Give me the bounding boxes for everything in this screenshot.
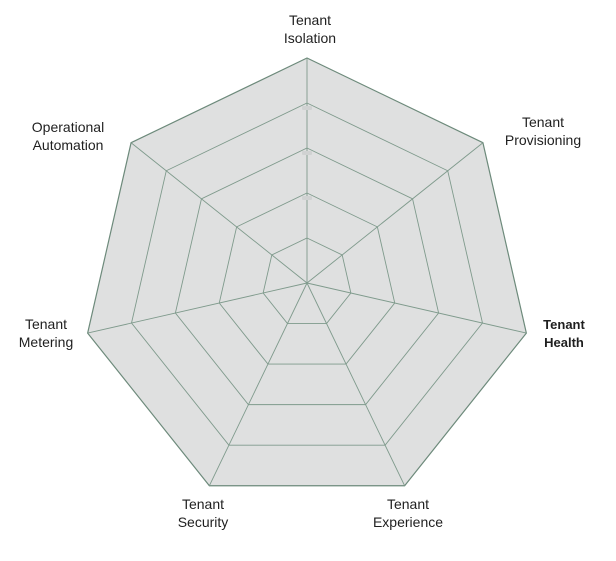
axis-label-line: Tenant <box>289 12 331 28</box>
axis-label-line: Provisioning <box>505 132 581 148</box>
radar-ring-1 <box>262 237 352 324</box>
axis-label-line: Tenant <box>387 496 429 512</box>
radar-ring-2 <box>218 192 396 365</box>
axis-label-line: Tenant <box>543 317 585 332</box>
axis-label-line: Tenant <box>25 316 67 332</box>
axis-label-line: Metering <box>19 334 73 350</box>
axis-label-line: Security <box>178 514 229 530</box>
radar-ring-5 <box>86 57 528 487</box>
axis-label-line: Automation <box>33 137 104 153</box>
axis-label-line: Health <box>544 335 584 350</box>
radar-grid <box>86 57 528 487</box>
axis-label-line: Tenant <box>182 496 224 512</box>
radar-spoke-6 <box>87 282 308 334</box>
radar-tick-mark-2 <box>302 196 312 200</box>
axis-label-line: Operational <box>32 119 104 135</box>
axis-label-line: Tenant <box>522 114 564 130</box>
axis-label-line: Isolation <box>284 30 336 46</box>
axis-label-line: Experience <box>373 514 443 530</box>
radar-ring-3 <box>174 147 440 406</box>
radar-spoke-3 <box>306 282 527 334</box>
radar-spoke-5 <box>208 282 308 486</box>
radar-spoke-2 <box>306 142 484 284</box>
radar-tick-mark-3 <box>302 151 312 155</box>
radar-spoke-4 <box>306 282 406 486</box>
radar-ring-4 <box>131 102 483 446</box>
radar-tick-mark-4 <box>302 106 312 110</box>
radar-spoke-7 <box>130 142 308 284</box>
